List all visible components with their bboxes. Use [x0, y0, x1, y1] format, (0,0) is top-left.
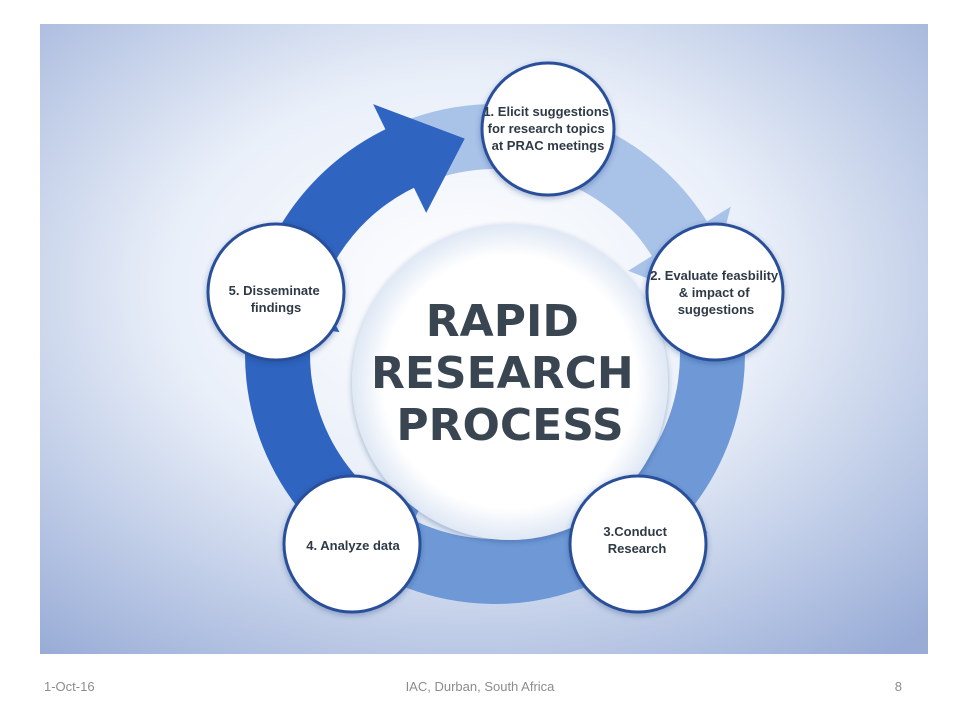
center-title-line-2: RESEARCH	[371, 348, 634, 399]
step-4-text: 4. Analyze data	[306, 538, 400, 553]
step-2-line-3: suggestions	[678, 302, 755, 317]
step-1-circle	[480, 61, 616, 197]
step-3-line-2: Research	[608, 541, 667, 556]
step-1-text: 1. Elicit suggestions for research topic…	[483, 104, 612, 153]
center-circle	[352, 224, 668, 540]
footer-event: IAC, Durban, South Africa	[405, 679, 555, 694]
step-1-node: 1. Elicit suggestions for research topic…	[480, 61, 616, 197]
step-3-line-1: 3.Conduct	[603, 524, 667, 539]
slide-image: RAPID RESEARCH PROCESS 1. Elicit suggest…	[40, 24, 928, 654]
center-title-line-1: RAPID	[426, 296, 579, 347]
step-2-text: 2. Evaluate feasbility & impact of sugge…	[650, 268, 782, 317]
step-2-line-1: 2. Evaluate feasbility	[650, 268, 779, 283]
process-diagram: RAPID RESEARCH PROCESS 1. Elicit suggest…	[40, 24, 928, 654]
step-4-line-1: 4. Analyze data	[306, 538, 400, 553]
center-title-line-3: PROCESS	[396, 400, 623, 451]
step-4-circle	[282, 474, 422, 614]
footer-page-number: 8	[894, 679, 902, 694]
step-5-node: 5. Disseminate findings	[206, 222, 346, 362]
footer-date: 1-Oct-16	[44, 679, 95, 694]
step-1-line-3: at PRAC meetings	[492, 138, 605, 153]
step-3-circle	[568, 474, 708, 614]
step-5-line-1: 5. Disseminate	[229, 283, 320, 298]
ring-segment-1	[401, 104, 716, 268]
step-2-line-2: & impact of	[679, 285, 750, 300]
step-5-line-2: findings	[251, 300, 302, 315]
center-title: RAPID RESEARCH PROCESS	[371, 296, 649, 451]
step-2-node: 2. Evaluate feasbility & impact of sugge…	[645, 222, 785, 362]
step-1-line-2: for research topics	[488, 121, 605, 136]
step-2-circle	[645, 222, 785, 362]
step-3-text: 3.Conduct Research	[603, 524, 670, 556]
ring-arrowhead-5	[373, 104, 465, 213]
step-1-line-1: 1. Elicit suggestions	[483, 104, 609, 119]
step-3-node: 3.Conduct Research	[568, 474, 708, 614]
step-5-text: 5. Disseminate findings	[229, 283, 324, 315]
step-5-circle	[206, 222, 346, 362]
step-4-node: 4. Analyze data	[282, 474, 422, 614]
